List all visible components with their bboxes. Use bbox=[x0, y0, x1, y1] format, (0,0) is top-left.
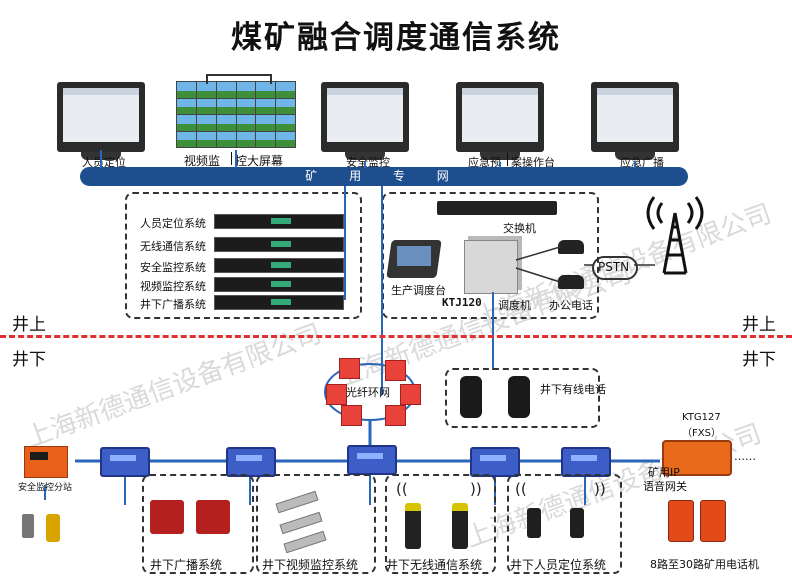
pstn-cloud bbox=[592, 256, 638, 280]
label-model: KTJ120 bbox=[442, 296, 482, 309]
label-video-wall-b: 控大屏幕 bbox=[235, 154, 284, 168]
label-broadcast: 应急广播 bbox=[620, 156, 664, 169]
video-wall bbox=[176, 81, 296, 148]
speaker-icon bbox=[150, 500, 184, 534]
handset-icon bbox=[405, 503, 421, 549]
label-console: 生产调度台 bbox=[391, 284, 446, 297]
ring-node bbox=[400, 384, 421, 405]
label-fiber-ring: 光纤环网 bbox=[346, 386, 390, 399]
underground-switch bbox=[226, 447, 276, 477]
gateway-model: KTG127 bbox=[682, 412, 721, 423]
ring-node bbox=[339, 358, 360, 379]
safety-substation bbox=[24, 446, 68, 478]
label-below-left: 井下 bbox=[12, 350, 46, 370]
label-video-system: 井下视频监控系统 bbox=[262, 558, 359, 572]
label-emergency-a: 应急预 bbox=[468, 156, 501, 169]
label-separator bbox=[507, 153, 508, 166]
label-separator bbox=[231, 152, 232, 165]
label-office-phone: 办公电话 bbox=[549, 299, 593, 312]
safety-substation-display bbox=[30, 452, 48, 460]
sensor-icon bbox=[22, 514, 34, 538]
mine-phone-icon bbox=[460, 376, 482, 418]
label-above-left: 井上 bbox=[12, 315, 46, 335]
label-above-right: 井上 bbox=[742, 315, 776, 335]
mine-phone-icon bbox=[700, 500, 726, 542]
dispatch-console-screen bbox=[397, 246, 431, 266]
ring-node bbox=[385, 405, 406, 426]
signal-wave-icon: (( bbox=[515, 480, 527, 498]
video-group bbox=[256, 474, 376, 574]
system-label: 视频监控系统 bbox=[140, 280, 206, 293]
gateway-dots: …… bbox=[734, 450, 756, 463]
handset-icon bbox=[452, 503, 468, 549]
monitor-personnel bbox=[57, 82, 145, 160]
speaker-icon bbox=[196, 500, 230, 534]
server-unit bbox=[214, 277, 344, 292]
label-pstn: PSTN bbox=[598, 260, 630, 274]
label-broadcast-system: 井下广播系统 bbox=[150, 558, 223, 572]
label-below-right: 井下 bbox=[742, 350, 776, 370]
office-phone-icon bbox=[558, 275, 584, 289]
ring-node bbox=[326, 384, 347, 405]
signal-wave-icon: )) bbox=[470, 480, 482, 498]
signal-wave-icon: )) bbox=[594, 480, 606, 498]
ring-node bbox=[385, 360, 406, 381]
underground-switch bbox=[561, 447, 611, 477]
tag-reader-icon bbox=[527, 508, 541, 538]
broadcast-group bbox=[142, 474, 254, 574]
label-emergency-b: 案操作台 bbox=[511, 156, 555, 169]
wired-phone-group bbox=[445, 368, 600, 428]
label-video-wall-a: 视频监 bbox=[184, 154, 221, 168]
mine-phone-icon bbox=[668, 500, 694, 542]
tag-reader-icon bbox=[570, 508, 584, 538]
system-label: 人员定位系统 bbox=[140, 217, 206, 230]
mine-phone-icon bbox=[508, 376, 530, 418]
personnel-group bbox=[507, 474, 622, 574]
server-unit bbox=[214, 237, 344, 252]
label-switch: 交换机 bbox=[503, 222, 536, 235]
underground-switch bbox=[100, 447, 150, 477]
server-unit bbox=[214, 258, 344, 273]
ring-node bbox=[341, 405, 362, 426]
monitor-safety bbox=[321, 82, 409, 160]
monitor-broadcast bbox=[591, 82, 679, 160]
label-personnel: 人员定位 bbox=[82, 156, 126, 169]
label-safety-substation: 安全监控分站 bbox=[18, 483, 73, 493]
system-label: 安全监控系统 bbox=[140, 261, 206, 274]
label-wireless-system: 井下无线通信系统 bbox=[386, 558, 483, 572]
diagram-title: 煤矿融合调度通信系统 bbox=[231, 20, 561, 56]
office-phone-icon bbox=[558, 240, 584, 254]
surface-divider bbox=[0, 335, 792, 338]
system-label: 无线通信系统 bbox=[140, 240, 206, 253]
network-switch bbox=[437, 201, 557, 215]
system-label: 井下广播系统 bbox=[140, 298, 206, 311]
mine-network-bus: 矿 用 专 网 bbox=[80, 167, 688, 186]
signal-wave-icon: (( bbox=[396, 480, 408, 498]
label-gateway-phones: 8路至30路矿用电话机 bbox=[650, 558, 759, 571]
underground-switch bbox=[347, 445, 397, 475]
underground-switch bbox=[470, 447, 520, 477]
radio-tower-icon bbox=[646, 196, 704, 275]
wireless-group bbox=[385, 474, 496, 574]
dispatcher-unit bbox=[464, 240, 518, 294]
label-wired-phone: 井下有线电话 bbox=[540, 383, 606, 396]
sensor-icon bbox=[46, 514, 60, 542]
server-unit bbox=[214, 295, 344, 310]
label-safety: 安全监控 bbox=[346, 156, 390, 169]
left-systems-group bbox=[125, 192, 362, 319]
monitor-emergency bbox=[456, 82, 544, 160]
ip-voice-gateway bbox=[662, 440, 732, 476]
label-personnel-system: 井下人员定位系统 bbox=[510, 558, 607, 572]
gateway-name-a: 矿用IP bbox=[648, 466, 680, 479]
label-dispatcher: 调度机 bbox=[498, 299, 531, 312]
gateway-name-b: 语音网关 bbox=[643, 480, 687, 493]
gateway-fxs: （FXS） bbox=[682, 428, 721, 439]
video-wall-cabling bbox=[206, 74, 272, 84]
